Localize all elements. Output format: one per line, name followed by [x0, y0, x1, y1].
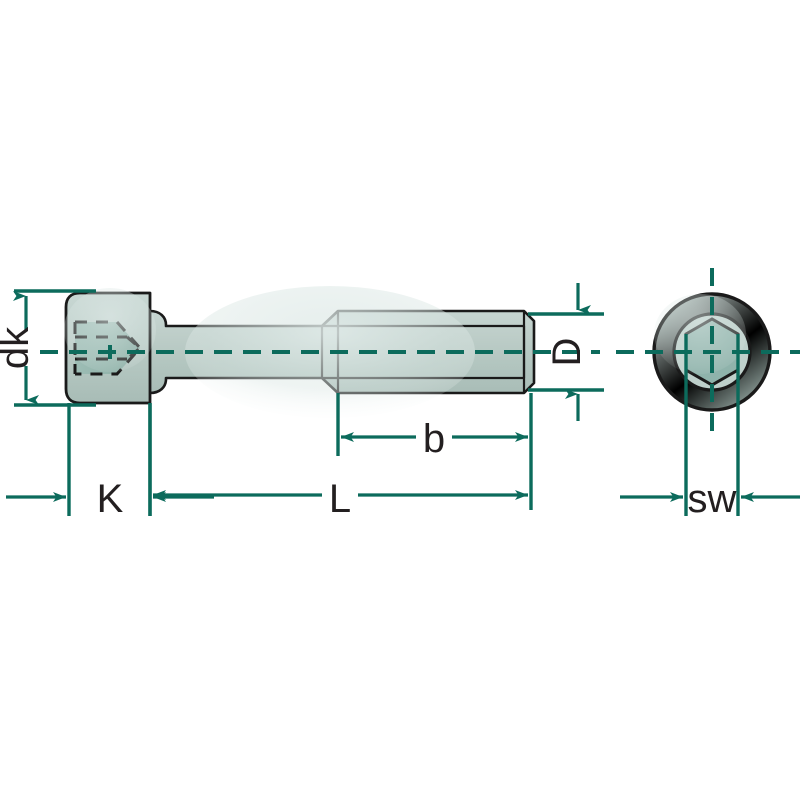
sw-label: sw	[688, 477, 737, 521]
b-label: b	[423, 417, 445, 461]
dimension-D: D	[528, 283, 604, 421]
D-label: D	[545, 338, 589, 367]
dimension-b: b	[336, 393, 533, 510]
dimension-dk: dk	[0, 289, 96, 407]
end-view-center-axis	[616, 268, 800, 436]
head-highlight	[64, 288, 156, 372]
dk-label: dk	[0, 326, 37, 369]
dimension-K: K	[6, 403, 214, 521]
K-label: K	[97, 477, 124, 521]
dimension-L: L	[148, 403, 528, 521]
L-label: L	[329, 477, 351, 521]
dimension-sw: sw	[620, 334, 800, 521]
end-view-highlight	[654, 294, 746, 374]
side-view-geometry	[64, 286, 536, 418]
side-view-center-axis	[40, 345, 600, 359]
